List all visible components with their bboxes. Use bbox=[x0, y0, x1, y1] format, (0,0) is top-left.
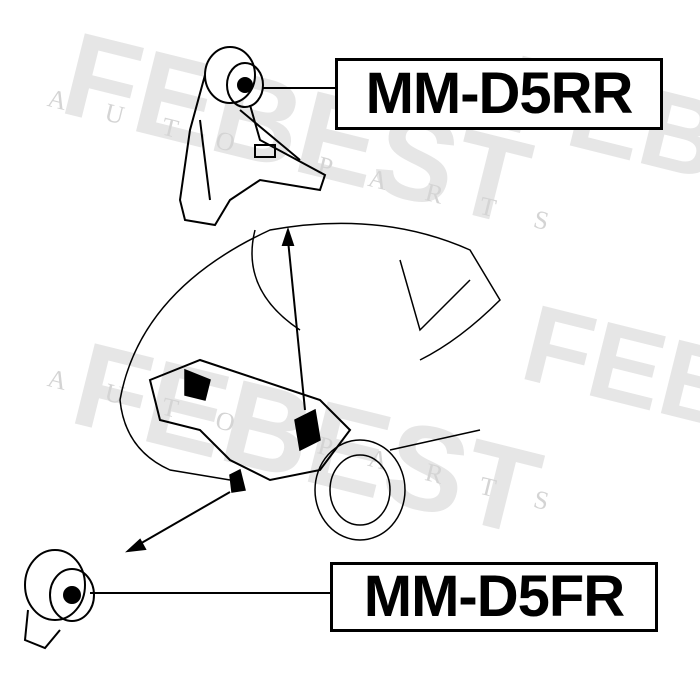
front-mount-drawing bbox=[23, 549, 95, 650]
car-outline bbox=[119, 222, 501, 541]
arrows bbox=[125, 226, 306, 553]
part-label-rear-mount: MM-D5RR bbox=[335, 58, 663, 130]
rear-mount-drawing bbox=[178, 46, 327, 227]
part-label-front-mount: MM-D5FR bbox=[330, 562, 658, 632]
